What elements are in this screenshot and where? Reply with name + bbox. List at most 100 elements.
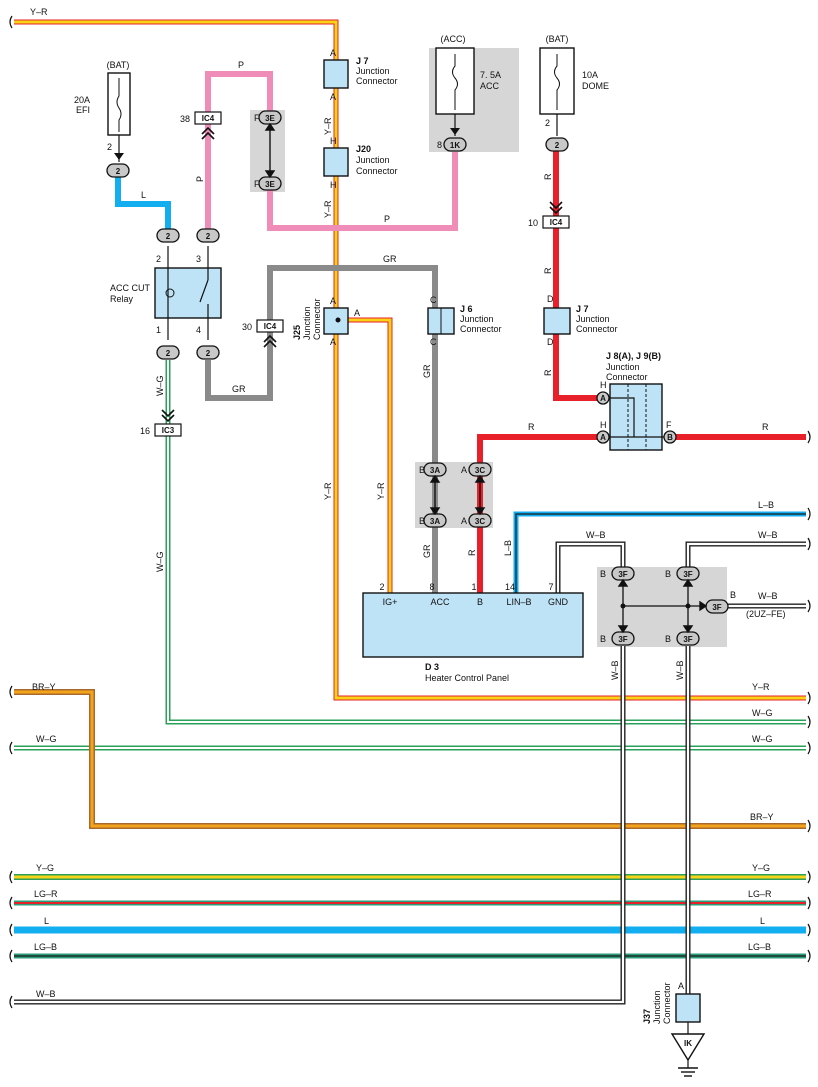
svg-text:2: 2 <box>555 141 560 150</box>
svg-text:W–B: W–B <box>610 660 620 680</box>
svg-text:L: L <box>44 916 49 926</box>
svg-text:ACC: ACC <box>430 597 450 607</box>
j37: A J37 Junction Connector <box>642 981 701 1024</box>
j25: A A A J25 Junction Connector <box>292 296 360 347</box>
svg-text:R: R <box>543 267 553 274</box>
pin-dome-2: 2 <box>545 137 569 152</box>
svg-text:IC4: IC4 <box>264 322 277 331</box>
relay-pin-3: 3 <box>196 254 201 264</box>
svg-text:R: R <box>762 422 769 432</box>
svg-text:38: 38 <box>180 114 190 124</box>
svg-text:F: F <box>254 179 260 189</box>
svg-text:3F: 3F <box>712 603 721 612</box>
svg-text:J 7: J 7 <box>356 56 369 66</box>
pin-3a-bot: 3A <box>423 513 447 528</box>
pin-j9-b: B <box>663 430 677 444</box>
wire-break-marks <box>9 15 811 1009</box>
svg-text:1K: 1K <box>450 141 460 150</box>
j8-j9: H H F J 8(A), J 9(B) Junction Connector <box>600 351 672 451</box>
svg-text:GR: GR <box>232 384 246 394</box>
svg-text:W–B: W–B <box>675 660 685 680</box>
svg-text:Connector: Connector <box>356 166 398 176</box>
svg-text:2: 2 <box>379 582 384 592</box>
svg-text:A: A <box>600 394 606 403</box>
svg-text:LG–B: LG–B <box>34 942 57 952</box>
svg-text:W–G: W–G <box>752 734 773 744</box>
fuse-acc-name: ACC <box>480 81 500 91</box>
pin-3f-br: 3F <box>676 631 700 646</box>
svg-text:10: 10 <box>528 218 538 228</box>
j7-right: D D J 7 Junction Connector <box>543 294 618 347</box>
svg-text:Connector: Connector <box>312 298 322 340</box>
pin-3f-tl: 3F <box>611 566 635 581</box>
pin-3f-tr: 3F <box>676 566 700 581</box>
svg-text:3A: 3A <box>430 466 440 475</box>
svg-text:Junction: Junction <box>652 990 662 1024</box>
svg-text:Connector: Connector <box>662 982 672 1024</box>
svg-text:3F: 3F <box>618 570 627 579</box>
pin-3c-bot: 3C <box>468 513 492 528</box>
fuse-efi-rating: 20A <box>74 95 90 105</box>
svg-text:Junction: Junction <box>302 306 312 340</box>
svg-text:L: L <box>760 916 765 926</box>
wire-w-b <box>14 541 806 1005</box>
svg-text:Junction: Junction <box>356 155 390 165</box>
svg-text:B: B <box>419 465 425 475</box>
svg-text:3C: 3C <box>475 517 485 526</box>
svg-text:Y–R: Y–R <box>323 200 333 218</box>
fuse-acc-rating: 7. 5A <box>480 70 501 80</box>
svg-text:Connector: Connector <box>576 324 618 334</box>
pin-efi-2: 2 <box>106 163 130 178</box>
pin-j8-a2: A <box>596 430 610 444</box>
wire-l-efi <box>115 176 171 232</box>
svg-text:Y–G: Y–G <box>752 863 770 873</box>
svg-text:J37: J37 <box>642 1009 652 1024</box>
svg-text:R: R <box>543 369 553 376</box>
fuse-dome-rating: 10A <box>582 70 598 80</box>
svg-text:A: A <box>354 308 360 318</box>
fuse-dome-name: DOME <box>582 81 609 91</box>
svg-text:J25: J25 <box>292 325 302 340</box>
wire-labels: Y–R P P L GR GR R R L–B W–B W–B W–B BR–Y… <box>30 7 778 999</box>
joint-arrows <box>264 122 708 634</box>
fuse-efi-source: (BAT) <box>107 60 130 70</box>
ic-connectors: IC4 38 IC4 30 IC4 10 IC3 16 <box>140 111 570 437</box>
relay-name-l1: ACC CUT <box>110 283 151 293</box>
fuse-acc: (ACC) 7. 5A ACC 8 <box>435 34 501 150</box>
svg-text:GR: GR <box>383 254 397 264</box>
svg-text:2: 2 <box>166 232 171 241</box>
svg-text:B: B <box>600 569 606 579</box>
wire-y-r-ig <box>338 317 393 593</box>
svg-text:L–B: L–B <box>503 540 513 556</box>
svg-text:B: B <box>665 634 671 644</box>
svg-text:C: C <box>430 337 437 347</box>
svg-text:LIN–B: LIN–B <box>506 597 531 607</box>
junction-dot-2 <box>685 603 691 609</box>
j6: C C J 6 Junction Connector <box>427 295 502 347</box>
svg-text:A: A <box>461 516 467 526</box>
svg-text:Y–R: Y–R <box>30 7 48 17</box>
svg-text:Junction: Junction <box>460 314 494 324</box>
svg-text:L: L <box>141 190 146 200</box>
svg-text:IG+: IG+ <box>383 597 398 607</box>
pin-relay-2d: 2 <box>196 345 220 360</box>
svg-text:W–G: W–G <box>155 551 165 572</box>
svg-text:16: 16 <box>140 426 150 436</box>
fuse-efi-name: EFI <box>76 105 90 115</box>
svg-text:Y–G: Y–G <box>36 863 54 873</box>
ground-ik: IK <box>670 1022 706 1077</box>
svg-text:Junction: Junction <box>576 314 610 324</box>
svg-text:14: 14 <box>505 582 515 592</box>
panel-id: D 3 <box>425 662 439 672</box>
pin-3e-top: 3E <box>258 110 282 125</box>
pin-relay-2a: 2 <box>156 228 180 243</box>
svg-text:B: B <box>600 634 606 644</box>
svg-text:J20: J20 <box>356 144 371 154</box>
svg-text:D: D <box>547 294 554 304</box>
pin-1k: 1K <box>443 137 467 152</box>
svg-text:3F: 3F <box>683 570 692 579</box>
pin-j8-a1: A <box>596 391 610 405</box>
svg-text:IK: IK <box>684 1039 692 1048</box>
svg-text:3F: 3F <box>618 635 627 644</box>
